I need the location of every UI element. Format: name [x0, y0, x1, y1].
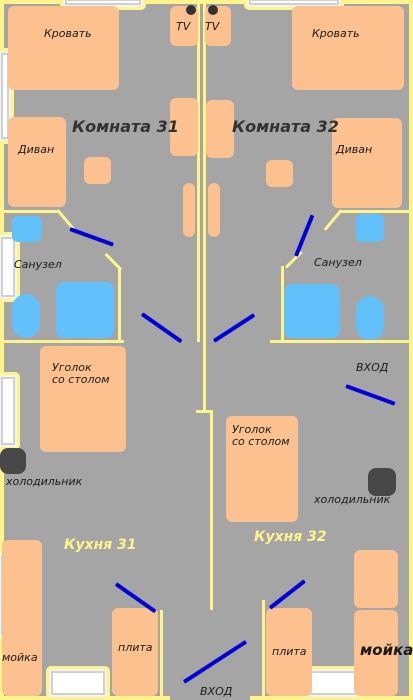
- wall-center-lower: [203, 342, 206, 410]
- bath31-sink-top: [12, 216, 42, 242]
- bed-32: [292, 6, 404, 90]
- wall-center-jog: [196, 410, 213, 413]
- stove-32: [266, 608, 312, 696]
- cabinet-32: [206, 100, 234, 158]
- bed-31: [8, 6, 119, 90]
- window-left-2: [0, 232, 20, 302]
- wall-left: [0, 0, 4, 700]
- wall-top: [0, 0, 413, 4]
- wall-bath31-diag2: [104, 252, 123, 271]
- counter-31: [2, 540, 42, 696]
- wall-center-upper: [197, 4, 200, 342]
- door-entrance-bottom: [182, 640, 248, 684]
- tv-32-dot: [208, 5, 218, 15]
- stand-32: [208, 183, 220, 237]
- wall-bath31-right: [118, 268, 121, 342]
- sofa-31-label: Диван: [18, 143, 55, 156]
- room-32-label: Комната 32: [232, 117, 339, 136]
- bath31-toilet: [12, 294, 40, 338]
- table-small-31: [84, 157, 111, 184]
- door-bath31: [69, 227, 114, 247]
- wall-bath32-left: [281, 266, 284, 342]
- corner-32-label: Уголок со столом: [232, 423, 290, 449]
- bath32-shower: [284, 284, 340, 338]
- bath31-shower: [56, 282, 114, 338]
- bathroom-32-label: Санузел: [314, 256, 362, 269]
- corner-table-31: [40, 346, 126, 452]
- sink-32-label: мойка: [360, 641, 413, 659]
- stove-31-label: плита: [118, 641, 153, 654]
- counter-32-top: [354, 550, 398, 608]
- wall-kitchen32-doorway: [262, 600, 265, 696]
- table-small-32: [266, 160, 293, 187]
- wall-bath32-diag: [323, 209, 343, 231]
- fridge-32-label: холодильник: [314, 493, 391, 506]
- counter-32-bottom: [354, 610, 398, 696]
- entrance-right-label: ВХОД: [356, 361, 389, 374]
- wall-right: [409, 0, 413, 700]
- kitchen-31-label: Кухня 31: [64, 537, 137, 553]
- wall-bath32-top: [340, 210, 413, 213]
- stove-31: [112, 608, 158, 696]
- fridge-31-label: холодильник: [6, 475, 83, 488]
- stand-31: [183, 183, 195, 237]
- wall-divider-right: [270, 340, 413, 343]
- tv-31-label: TV: [176, 20, 191, 33]
- entrance-bottom-label: ВХОД: [200, 685, 233, 698]
- tv-31-dot: [186, 5, 196, 15]
- bathroom-31-label: Санузел: [14, 258, 62, 271]
- door-entrance-right: [345, 384, 396, 406]
- kitchen-32-label: Кухня 32: [254, 529, 327, 545]
- fridge-32-icon: [368, 468, 396, 496]
- wall-center-kitchen: [210, 410, 213, 610]
- bed-31-label: Кровать: [44, 27, 92, 40]
- fridge-31-icon: [0, 448, 26, 474]
- wall-kitchen31-doorway: [160, 610, 163, 696]
- sofa-32: [332, 118, 402, 208]
- corner-table-32: [226, 416, 298, 522]
- door-room32: [212, 313, 256, 343]
- wall-divider-left: [0, 340, 124, 343]
- sink-31-label: мойка: [2, 651, 38, 664]
- wall-bath31-top: [0, 210, 58, 213]
- window-bottom-left: [46, 666, 110, 700]
- tv-32-label: TV: [205, 20, 220, 33]
- stove-32-label: плита: [272, 645, 307, 658]
- sofa-31: [8, 117, 66, 207]
- window-left-3: [0, 372, 20, 450]
- bath32-toilet: [356, 296, 384, 340]
- door-room31: [140, 312, 183, 344]
- corner-31-label: Уголок со столом: [52, 361, 110, 387]
- cabinet-31: [170, 98, 198, 156]
- door-kitchen32: [268, 579, 306, 610]
- room-31-label: Комната 31: [72, 117, 179, 136]
- sofa-32-label: Диван: [336, 143, 373, 156]
- door-bath32: [294, 214, 315, 257]
- bed-32-label: Кровать: [312, 27, 360, 40]
- wall-center-upper-b: [203, 4, 206, 342]
- bath32-sink-top: [356, 214, 384, 242]
